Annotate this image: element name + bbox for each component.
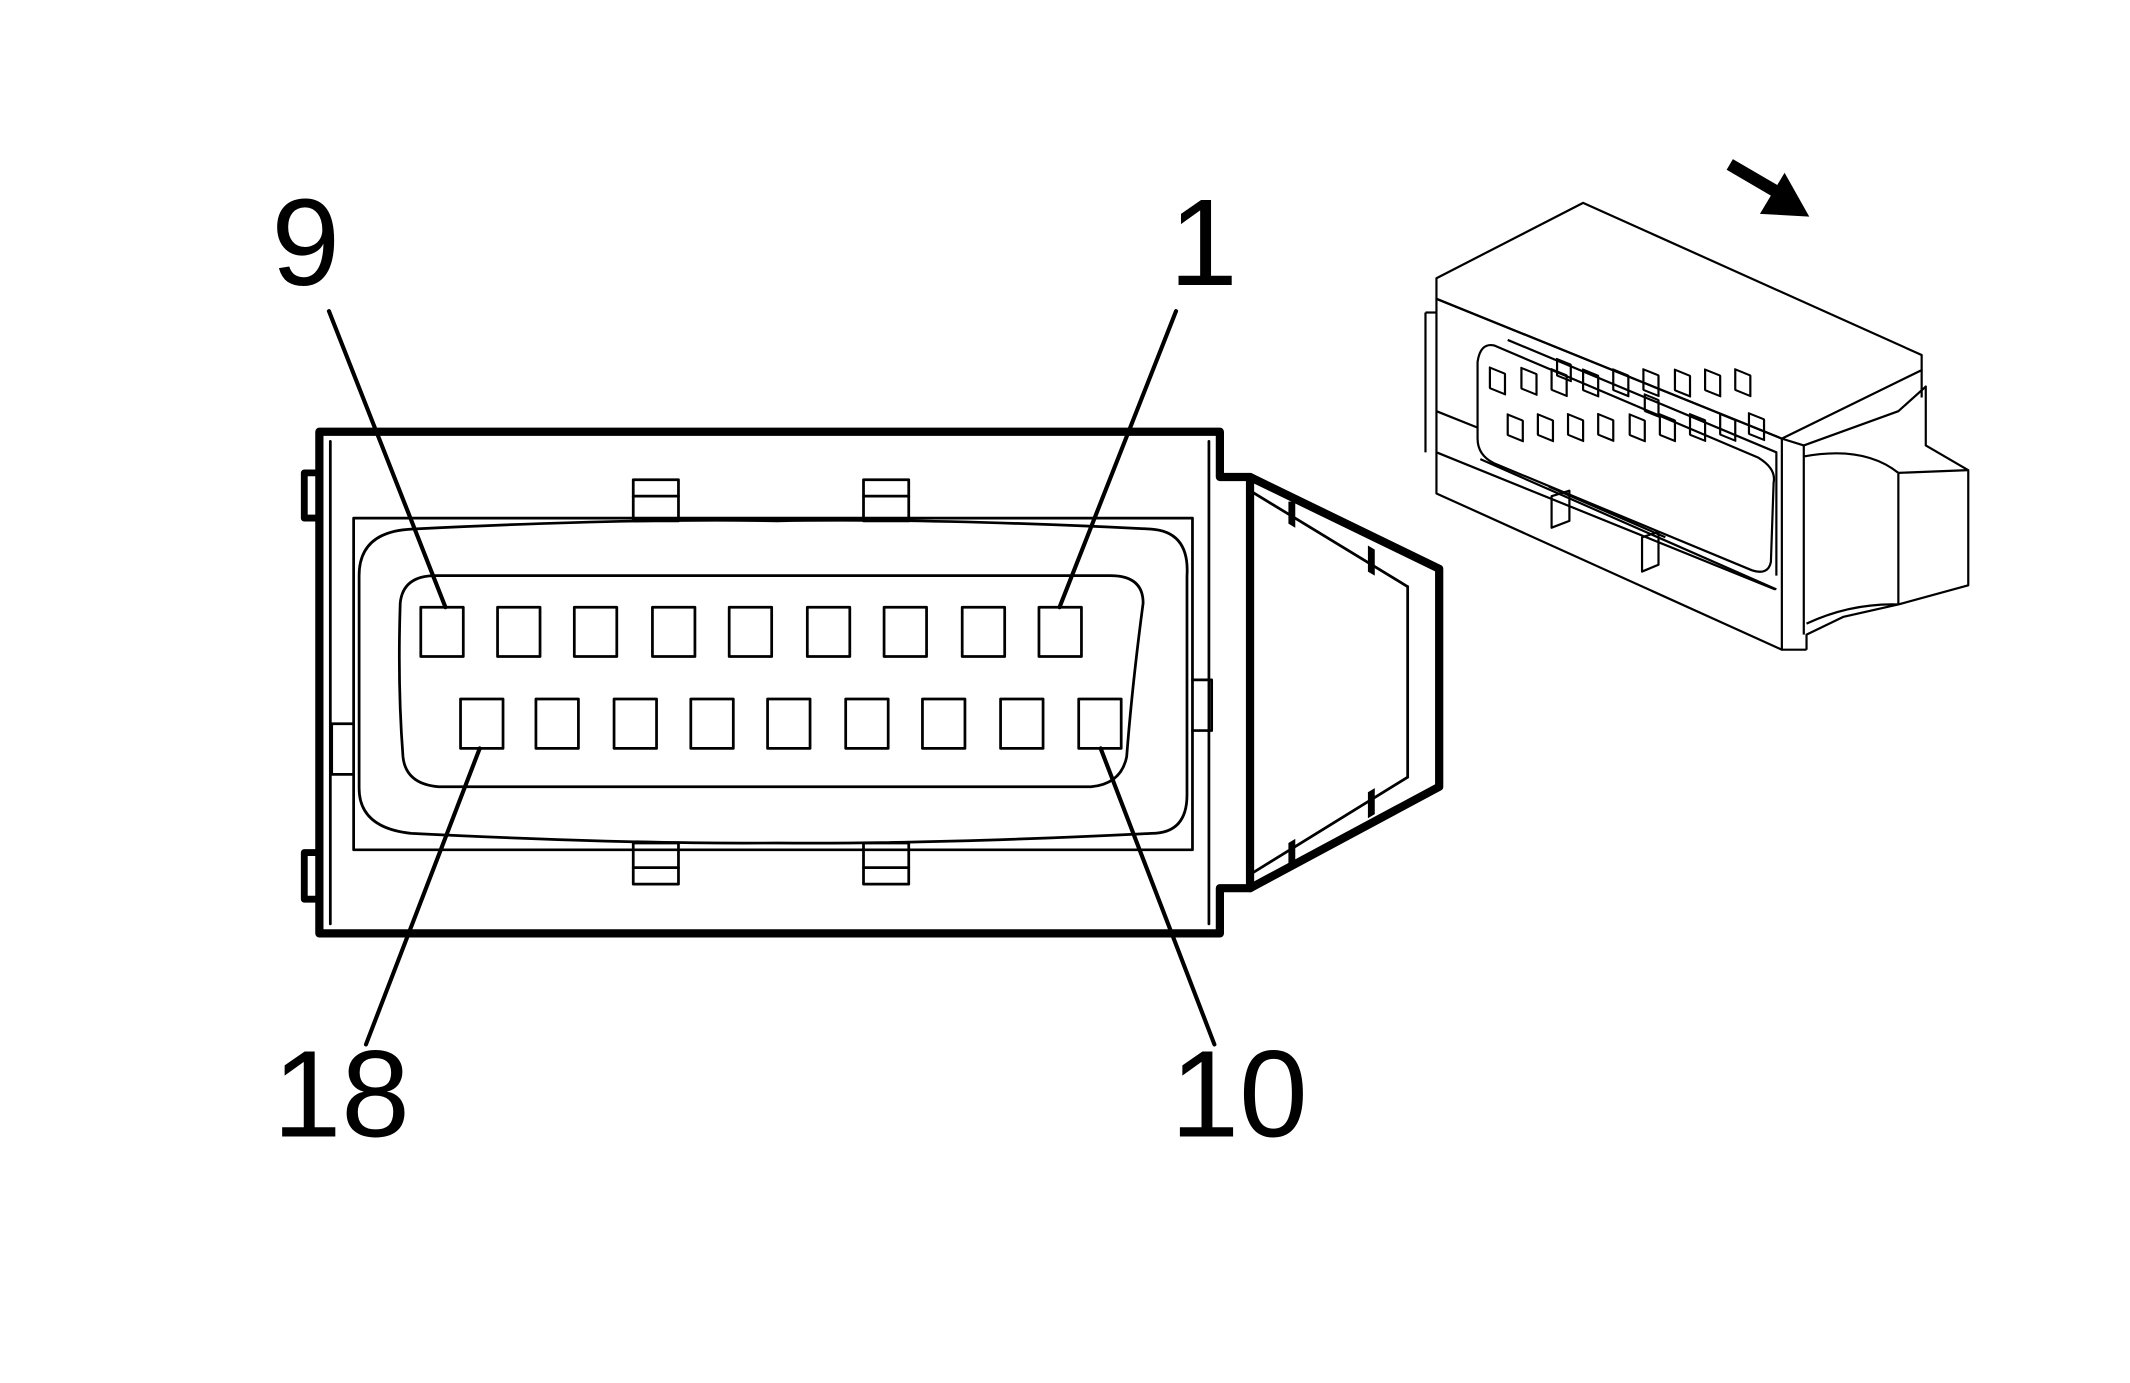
- pin-callouts: 9 1 18 10: [271, 174, 1307, 1163]
- lock-tabs: [631, 478, 911, 886]
- connector-front-view: [300, 309, 1444, 1047]
- pin-12: [921, 697, 967, 750]
- callout-pin-18: 18: [273, 1025, 410, 1163]
- leader-lines: [326, 309, 1217, 1047]
- side-latch-upper: [300, 469, 323, 522]
- shroud-inner: [397, 574, 1145, 789]
- leader-1: [1057, 309, 1179, 610]
- pin-1: [1037, 605, 1083, 658]
- callout-pin-9: 9: [271, 174, 340, 312]
- pin-9: [419, 605, 465, 658]
- iso-pin-row-bottom: [1506, 412, 1766, 443]
- leader-9: [326, 309, 448, 610]
- face-plate: [352, 516, 1194, 852]
- side-latch-lower: [300, 849, 323, 903]
- pin-15: [689, 697, 735, 750]
- pin-4: [805, 605, 852, 658]
- callout-pin-1: 1: [1169, 174, 1238, 312]
- pin-14: [766, 697, 812, 750]
- callout-pin-10: 10: [1170, 1025, 1307, 1163]
- shroud-outer: [357, 518, 1189, 845]
- housing-outline: [315, 427, 1444, 938]
- face-notch-right: [1191, 678, 1214, 732]
- pin-2: [960, 605, 1007, 658]
- pin-16: [612, 697, 658, 750]
- arrow-icon: [1726, 159, 1810, 217]
- wire-boot: [1245, 472, 1410, 893]
- pin-11: [999, 697, 1045, 750]
- pin-6: [651, 605, 697, 658]
- iso-opening: [1476, 343, 1776, 573]
- face-notch-left: [330, 722, 355, 776]
- pin-8: [496, 605, 542, 658]
- pin-10: [1077, 697, 1123, 750]
- pin-row-bottom: [459, 697, 1123, 750]
- leader-10: [1098, 746, 1217, 1047]
- leader-18: [363, 746, 482, 1047]
- connector-isometric-view: [1424, 201, 1970, 651]
- pin-7: [572, 605, 619, 658]
- pin-3: [882, 605, 928, 658]
- pin-5: [727, 605, 774, 658]
- pin-17: [534, 697, 580, 750]
- pin-13: [844, 697, 890, 750]
- pin-18: [459, 697, 505, 750]
- iso-pin-row-top: [1488, 366, 1752, 398]
- pin-row-top: [419, 605, 1083, 658]
- iso-top-face: [1435, 201, 1923, 440]
